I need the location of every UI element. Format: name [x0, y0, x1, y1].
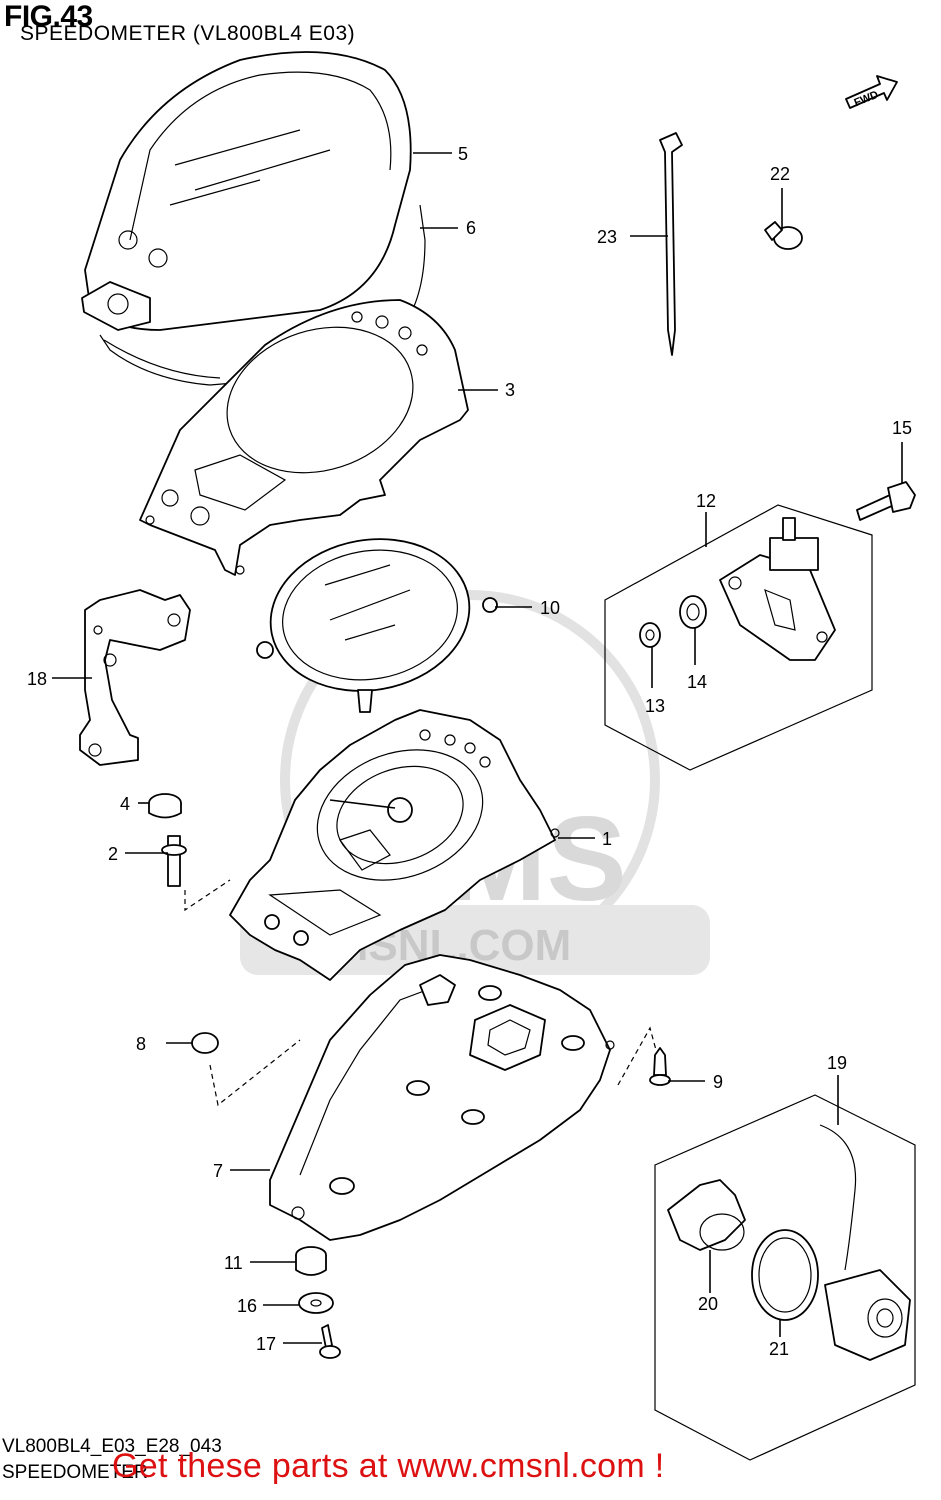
part-4-grommet — [148, 793, 182, 819]
leader-dashed-2 — [184, 879, 231, 912]
callout-14: 14 — [687, 672, 707, 692]
callout-22: 22 — [770, 164, 790, 184]
figure-subtitle: SPEEDOMETER (VL800BL4 E03) — [20, 22, 356, 45]
forward-direction-icon: FWD — [845, 75, 898, 110]
callout-7: 7 — [213, 1161, 223, 1181]
callout-13: 13 — [645, 696, 665, 716]
callout-1: 1 — [602, 829, 612, 849]
part-20-sensor-gear — [667, 1179, 746, 1251]
figure-title: FIG.43 — [4, 0, 93, 33]
callout-11: 11 — [224, 1253, 243, 1273]
part-2-collar — [161, 835, 187, 887]
part-17-screw — [319, 1324, 341, 1359]
callout-8: 8 — [136, 1034, 146, 1054]
part-21-seal-ring — [751, 1229, 819, 1321]
part-18-mounting-bracket — [79, 589, 191, 766]
leader-dashed-8 — [209, 1039, 301, 1107]
callout-19: 19 — [827, 1053, 847, 1073]
part-7-rear-case — [269, 954, 615, 1241]
callout-numbers: 5 6 3 10 1 4 2 18 8 9 7 11 16 17 23 22 1… — [27, 144, 912, 1359]
part-13-bushing — [639, 622, 661, 648]
callout-4: 4 — [120, 794, 130, 814]
part-12-sensor-holder — [719, 517, 836, 661]
part-1-speedometer-assembly — [229, 709, 560, 981]
callout-23: 23 — [597, 227, 617, 247]
leader-dashed-9 — [617, 1026, 657, 1086]
part-9-screw — [649, 1047, 671, 1086]
part-15-bolt — [856, 481, 916, 521]
part-14-spacer — [679, 595, 707, 629]
part-5-meter-cover — [81, 51, 412, 331]
diagram-name: SPEEDOMETER — [2, 1462, 148, 1483]
part-8-cap — [191, 1032, 219, 1054]
callout-21: 21 — [769, 1339, 789, 1359]
group-box-19-20-21 — [654, 1094, 916, 1461]
part-10-lens-ring — [256, 538, 498, 713]
callout-10: 10 — [540, 598, 560, 618]
part-16-washer — [298, 1292, 334, 1314]
forward-badge-label: FWD — [852, 89, 880, 110]
parts-shop-link[interactable]: Get these parts at www.cmsnl.com ! — [112, 1447, 665, 1485]
group-box-12-13-14 — [604, 504, 873, 771]
callout-18: 18 — [27, 669, 47, 689]
callout-15: 15 — [892, 418, 912, 438]
callout-3: 3 — [505, 380, 515, 400]
callout-6: 6 — [466, 218, 476, 238]
callout-9: 9 — [713, 1072, 723, 1092]
part-19-sensor-lead — [819, 1124, 911, 1361]
diagram-code: VL800BL4_E03_E28_043 — [2, 1436, 222, 1457]
callout-20: 20 — [698, 1294, 718, 1314]
callout-17: 17 — [256, 1334, 276, 1354]
callout-16: 16 — [237, 1296, 257, 1316]
callout-12: 12 — [696, 491, 716, 511]
part-11-grommet — [295, 1246, 327, 1276]
part-22-clamp — [764, 221, 803, 250]
part-23-cable-tie — [659, 132, 683, 356]
callout-2: 2 — [108, 844, 118, 864]
part-3-meter-case — [139, 299, 469, 576]
leader-lines — [52, 152, 903, 1344]
callout-5: 5 — [458, 144, 468, 164]
